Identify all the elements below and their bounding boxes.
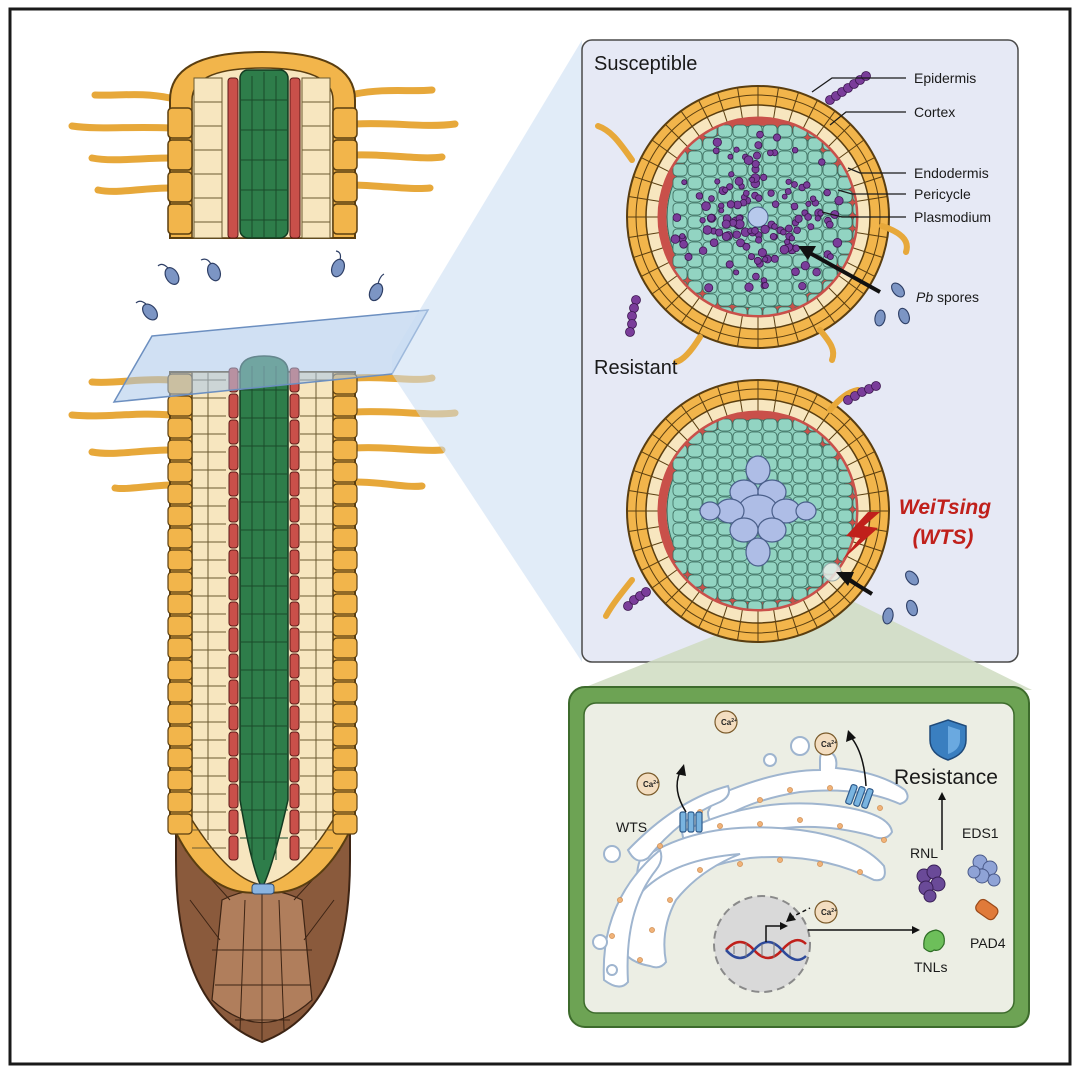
cell-panel: Ca2+ Ca2+ Ca2+ Ca2+ WTS Resistance EDS1 … bbox=[568, 686, 1030, 1028]
zoom-cone bbox=[578, 590, 1032, 690]
projection-cone bbox=[392, 40, 582, 662]
ca-ion-1: Ca2+ bbox=[636, 772, 660, 796]
ca-ion-3: Ca2+ bbox=[814, 732, 838, 756]
susceptible-title: Susceptible bbox=[594, 53, 697, 75]
label-epidermis: Epidermis bbox=[914, 70, 976, 86]
label-resistance: Resistance bbox=[894, 766, 998, 789]
er-membranes bbox=[602, 750, 909, 988]
svg-text:Ca2+: Ca2+ bbox=[821, 908, 837, 917]
svg-text:Ca2+: Ca2+ bbox=[643, 780, 659, 789]
label-cortex: Cortex bbox=[914, 104, 955, 120]
eds1-protein-icon bbox=[967, 854, 1001, 887]
plasmodium-cluster bbox=[670, 130, 844, 293]
root-hairs-top bbox=[68, 86, 459, 195]
label-plasmodium: Plasmodium bbox=[914, 209, 991, 225]
gene-abbrev: (WTS) bbox=[913, 526, 974, 549]
root-main bbox=[68, 355, 459, 1044]
pb-spores-floating bbox=[135, 250, 385, 321]
pb-spores-icon bbox=[874, 282, 910, 327]
label-pb-spores: Pb spores bbox=[916, 289, 979, 305]
label-pad4: PAD4 bbox=[970, 935, 1006, 951]
svg-text:Ca2+: Ca2+ bbox=[721, 718, 737, 727]
label-eds1: EDS1 bbox=[962, 825, 999, 841]
label-pericycle: Pericycle bbox=[914, 186, 971, 202]
rnl-protein-icon bbox=[916, 864, 946, 903]
xylem bbox=[699, 455, 817, 567]
svg-text:Ca2+: Ca2+ bbox=[821, 740, 837, 749]
ca-ion-4: Ca2+ bbox=[814, 900, 838, 924]
resistant-section bbox=[603, 379, 890, 643]
lightning-icon bbox=[842, 512, 880, 560]
label-wts: WTS bbox=[616, 819, 647, 835]
shield-icon bbox=[929, 719, 967, 761]
label-endodermis: Endodermis bbox=[914, 165, 989, 181]
gene-name: WeiTsing bbox=[899, 496, 991, 519]
tnls-protein-icon bbox=[923, 929, 945, 953]
label-leaders bbox=[811, 77, 906, 218]
dna-icon bbox=[725, 938, 807, 962]
ca-ions: Ca2+ Ca2+ Ca2+ Ca2+ bbox=[636, 710, 838, 924]
wts-channel-icon bbox=[679, 783, 874, 833]
resistant-title: Resistant bbox=[594, 357, 678, 379]
label-tnls: TNLs bbox=[914, 959, 947, 975]
pb-spores-resistant bbox=[882, 570, 919, 625]
root-segment-top bbox=[68, 50, 459, 239]
ca-ion-2: Ca2+ bbox=[714, 710, 738, 734]
pad4-protein-icon bbox=[975, 898, 999, 921]
vesicles bbox=[592, 736, 810, 976]
label-rnl: RNL bbox=[910, 845, 938, 861]
